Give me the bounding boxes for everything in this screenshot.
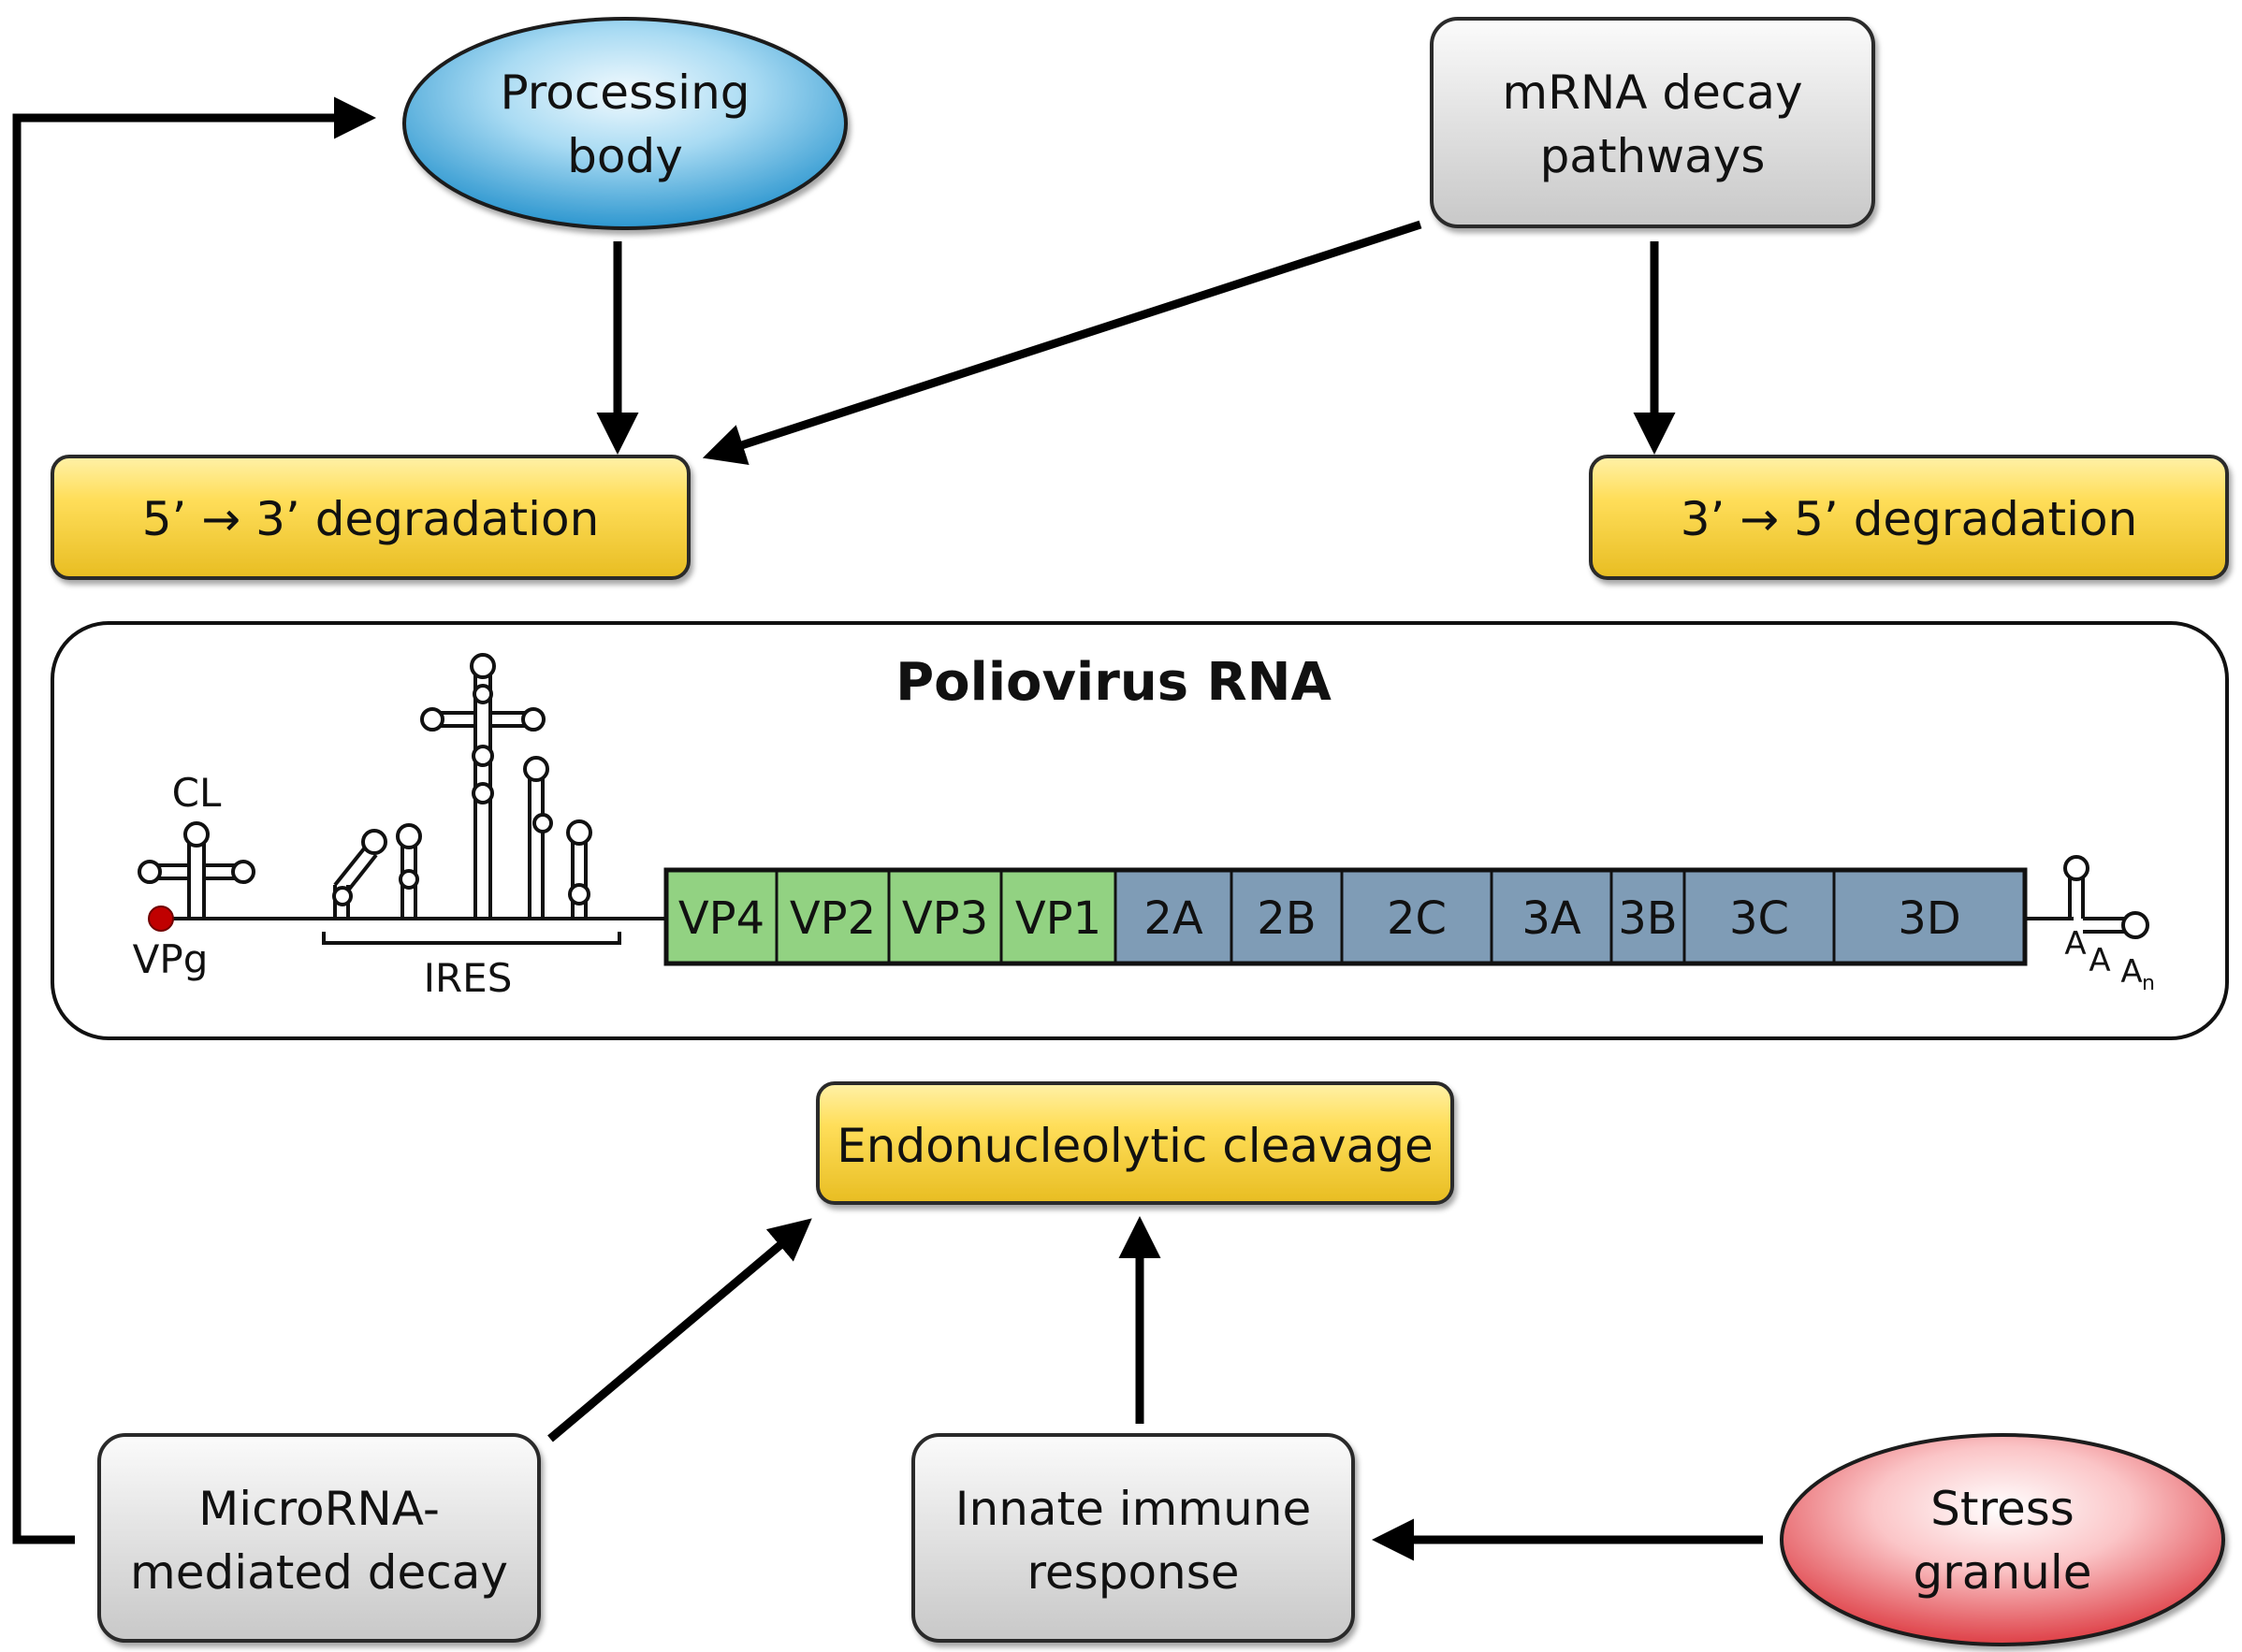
tail-n-subscript: n	[2142, 972, 2155, 995]
ires-bracket	[322, 932, 621, 945]
gene-label-2c: 2C	[1387, 892, 1447, 945]
gene-box-3d	[1832, 868, 2027, 965]
deg-3to5-label: 3’ → 5’ degradation	[1681, 492, 2138, 546]
ires-label: IRES	[424, 955, 513, 1001]
gene-label-3a: 3A	[1521, 892, 1581, 945]
gene-label-2a: 2A	[1143, 892, 1203, 945]
node-processing-body: Processing body	[402, 17, 848, 230]
poliovirus-rna-panel: Poliovirus RNA VPg CL	[51, 621, 2229, 1040]
node-microrna-mediated-decay: MicroRNA- mediated decay	[97, 1433, 541, 1643]
gene-label-vp2: VP2	[790, 892, 876, 945]
vpg-label: VPg	[133, 936, 209, 982]
node-3to5-degradation: 3’ → 5’ degradation	[1589, 455, 2229, 580]
microrna-line1: MicroRNA-	[198, 1482, 440, 1536]
node-innate-immune-response: Innate immune response	[911, 1433, 1355, 1643]
node-stress-granule: Stress granule	[1780, 1433, 2225, 1646]
arrows	[12, 96, 1763, 1561]
deg-5to3-label: 5’ → 3’ degradation	[142, 492, 600, 546]
gene-label-3c: 3C	[1729, 892, 1789, 945]
mrna-decay-line2: pathways	[1540, 129, 1766, 183]
tail-a1: A	[2064, 925, 2086, 963]
innate-line2: response	[1026, 1545, 1239, 1600]
node-mrna-decay-pathways: mRNA decay pathways	[1430, 17, 1875, 228]
gene-label-vp1: VP1	[1015, 892, 1101, 945]
arrow-decay-to-5to3	[702, 220, 1422, 466]
mrna-decay-line1: mRNA decay	[1502, 65, 1802, 120]
tail-an: A	[2120, 953, 2142, 991]
gene-label-2b: 2B	[1257, 892, 1316, 945]
gene-box-3a	[1490, 868, 1613, 965]
genome-boxes	[663, 867, 2028, 966]
gene-box-2c	[1340, 868, 1493, 965]
gene-box-2b	[1230, 868, 1344, 965]
poly-a-tail: A A A n	[2064, 925, 2155, 995]
cl-label: CL	[172, 770, 222, 816]
three-prime-structure	[2063, 855, 2149, 939]
gene-label-vp4: VP4	[678, 892, 764, 945]
node-endonucleolytic-cleavage: Endonucleolytic cleavage	[816, 1081, 1454, 1205]
innate-line1: Innate immune	[955, 1482, 1311, 1536]
vpg-dot	[148, 906, 174, 932]
arrow-microrna-to-endo	[547, 1218, 812, 1442]
gene-label-3d: 3D	[1898, 892, 1961, 945]
stress-line1: Stress	[1930, 1482, 2075, 1536]
gene-labels: VP4 VP2 VP3 VP1 2A 2B 2C 3A 3B 3C 3D	[678, 892, 1961, 945]
processing-body-line1: Processing	[501, 65, 750, 120]
microrna-line2: mediated decay	[130, 1545, 508, 1600]
stress-line2: granule	[1914, 1545, 2092, 1600]
ires-structure	[332, 653, 592, 919]
arrow-microrna-to-processing	[12, 96, 376, 1544]
node-5to3-degradation: 5’ → 3’ degradation	[51, 455, 691, 580]
rna-title: Poliovirus RNA	[895, 652, 1332, 713]
processing-body-line2: body	[567, 129, 683, 183]
gene-box-3b	[1609, 868, 1686, 965]
cloverleaf-structure	[138, 821, 255, 919]
tail-a2: A	[2089, 942, 2110, 979]
gene-box-2a	[1114, 868, 1233, 965]
gene-label-vp3: VP3	[902, 892, 988, 945]
endo-label: Endonucleolytic cleavage	[837, 1119, 1434, 1173]
gene-label-3b: 3B	[1618, 892, 1677, 945]
